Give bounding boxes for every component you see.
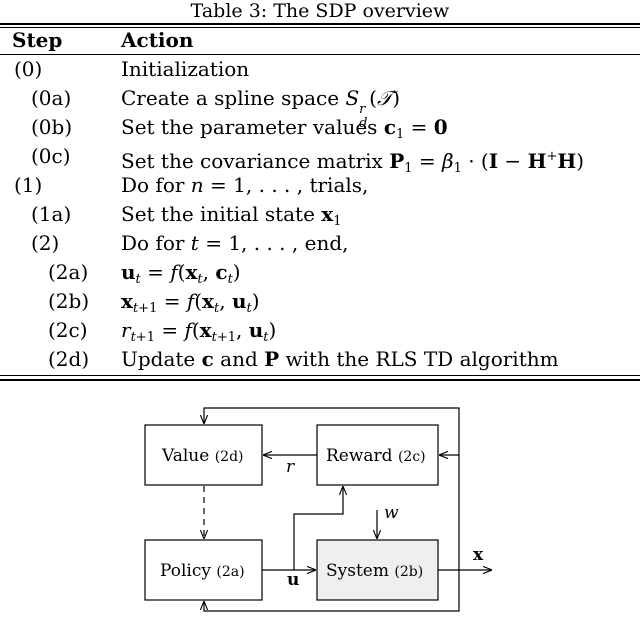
step-cell: (2) [31,231,60,255]
disturbance-label: w [384,503,399,523]
step-cell: (0c) [31,144,71,168]
state-feedback-value-arrow [204,407,460,570]
table-top-rule-thin [0,27,640,28]
value-label: Value (2d) [161,446,244,466]
reward-signal-label: r [286,457,295,477]
step-cell: (2d) [48,347,90,371]
policy-label: Policy (2a) [160,561,245,581]
system-block [316,539,439,601]
action-cell: Set the parameter values c1 = 0 [121,115,448,142]
table-caption: Table 3: The SDP overview [190,0,450,22]
step-cell: (0b) [31,115,73,139]
system-label: System (2b) [326,561,423,581]
table-header-rule [0,54,640,55]
step-cell: (2c) [48,318,88,342]
step-cell: (2b) [48,289,90,313]
state-feedback-policy-arrow [204,570,460,612]
action-cell: Do for n = 1, . . . , trials, [121,173,369,197]
step-cell: (1a) [31,202,72,226]
step-cell: (1) [14,173,43,197]
action-cell: Set the covariance matrix P1 = β1 · (I −… [121,149,585,176]
reward-label: Reward (2c) [326,446,426,466]
value-block [144,424,263,486]
step-cell: (0a) [31,86,72,110]
header-action: Action [121,28,194,52]
state-output-label: x [473,545,484,565]
table-row: (0c) Set the covariance matrix P1 = β1 ·… [0,142,640,176]
table-bottom-rule-thin [0,375,640,376]
action-cell: Do for t = 1, . . . , end, [121,231,349,255]
table-row: (2d) Update c and P with the RLS TD algo… [0,345,640,374]
control-signal-label: u [287,570,299,590]
table-row: (2b) xt+1 = f(xt, ut) [0,287,640,316]
step-cell: (2a) [48,260,89,284]
header-step: Step [12,28,63,52]
control-to-reward-arrow [293,486,343,570]
table-row: (2a) ut = f(xt, ct) [0,258,640,287]
table-row: (1a) Set the initial state x1 [0,200,640,229]
action-cell: xt+1 = f(xt, ut) [121,289,260,316]
table-row: (1) Do for n = 1, . . . , trials, [0,171,640,200]
action-cell: ut = f(xt, ct) [121,260,241,287]
table-row: (2) Do for t = 1, . . . , end, [0,229,640,258]
action-cell: Initialization [121,57,250,81]
table-row: (0b) Set the parameter values c1 = 0 [0,113,640,142]
table-row: (0) Initialization [0,55,640,84]
step-cell: (0) [14,57,43,81]
table-bottom-rule [0,379,640,381]
action-cell: Update c and P with the RLS TD algorithm [121,347,559,371]
action-cell: Set the initial state x1 [121,202,342,229]
table-top-rule [0,23,640,25]
table-row: (2c) rt+1 = f(xt+1, ut) [0,316,640,345]
action-cell: rt+1 = f(xt+1, ut) [121,318,277,345]
